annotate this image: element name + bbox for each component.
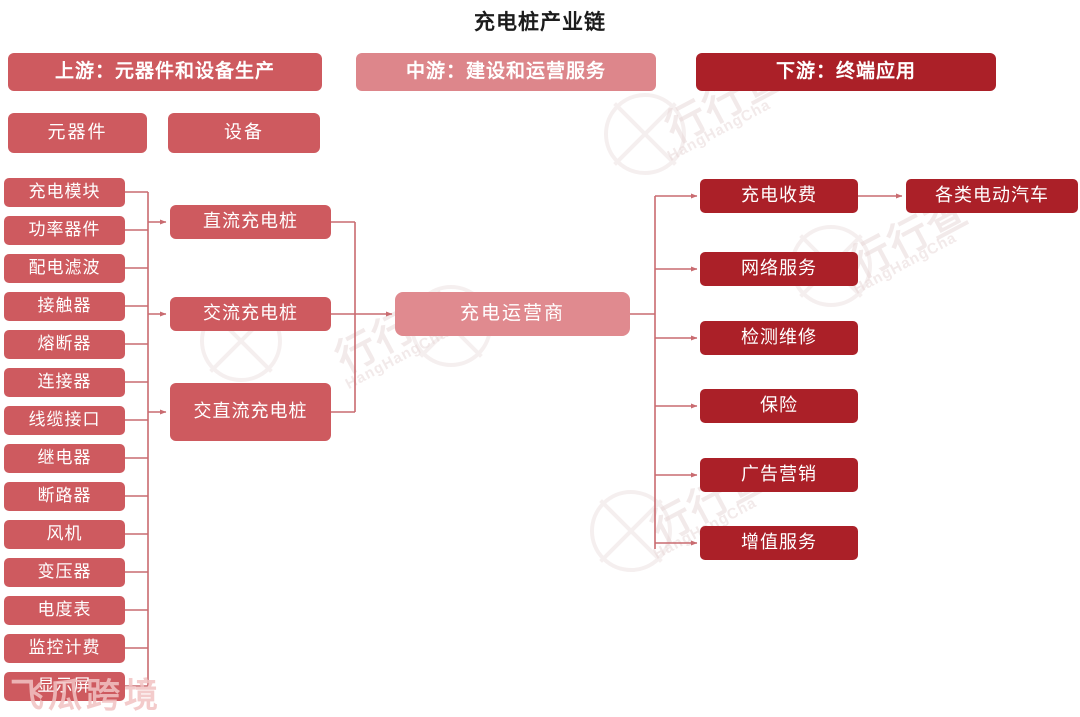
component-item: 变压器: [4, 558, 125, 587]
component-item: 风机: [4, 520, 125, 549]
component-item: 接触器: [4, 292, 125, 321]
component-item: 线缆接口: [4, 406, 125, 435]
end-user-vehicles: 各类电动汽车: [906, 179, 1078, 213]
component-item: 熔断器: [4, 330, 125, 359]
equipment-ac: 交流充电桩: [170, 297, 331, 331]
component-item: 监控计费: [4, 634, 125, 663]
component-item: 断路器: [4, 482, 125, 511]
category-components: 元器件: [8, 113, 147, 153]
component-item: 继电器: [4, 444, 125, 473]
component-item: 功率器件: [4, 216, 125, 245]
service-item: 检测维修: [700, 321, 858, 355]
service-item: 增值服务: [700, 526, 858, 560]
component-item: 显示屏: [4, 672, 125, 701]
equipment-dc: 直流充电桩: [170, 205, 331, 239]
service-item: 充电收费: [700, 179, 858, 213]
page-title: 充电桩产业链: [474, 11, 606, 34]
category-equipment: 设备: [168, 113, 320, 153]
component-item: 充电模块: [4, 178, 125, 207]
component-item: 电度表: [4, 596, 125, 625]
header-upstream: 上游：元器件和设备生产: [8, 53, 322, 91]
charging-operator: 充电运营商: [395, 292, 630, 336]
header-midstream: 中游：建设和运营服务: [356, 53, 656, 91]
service-item: 网络服务: [700, 252, 858, 286]
service-item: 广告营销: [700, 458, 858, 492]
service-item: 保险: [700, 389, 858, 423]
equipment-acdc: 交直流充电桩: [170, 383, 331, 441]
header-downstream: 下游：终端应用: [696, 53, 996, 91]
component-item: 配电滤波: [4, 254, 125, 283]
component-item: 连接器: [4, 368, 125, 397]
